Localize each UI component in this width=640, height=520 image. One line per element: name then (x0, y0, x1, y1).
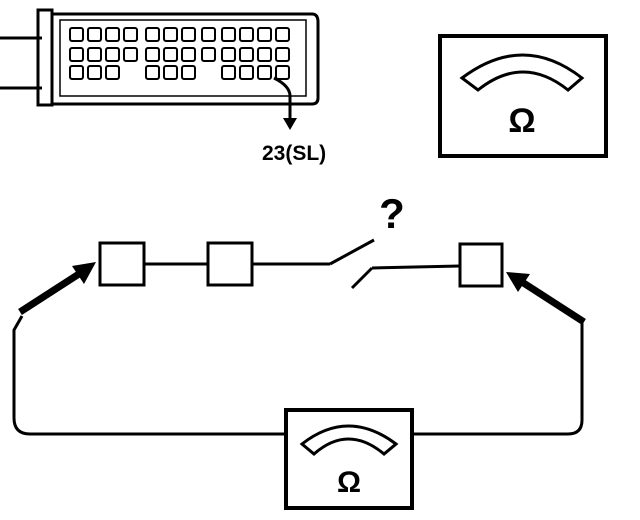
switch-icon (329, 238, 461, 290)
connector-pin (239, 47, 254, 62)
connector-pin (105, 27, 120, 42)
connector-pin (257, 65, 272, 80)
connector-pin (145, 27, 160, 42)
connector-pin (239, 65, 254, 80)
component-box (98, 241, 146, 287)
probe-arrow-icon (506, 272, 586, 325)
connector-pin (221, 27, 236, 42)
connector-pin (181, 65, 196, 80)
connector-pin (221, 47, 236, 62)
connector-pin (163, 65, 178, 80)
connector-pin (239, 27, 254, 42)
connector-pin (69, 65, 84, 80)
connector-pin (87, 65, 102, 80)
connector-pin (201, 27, 216, 42)
connector-pin (163, 27, 178, 42)
connector-pin (257, 27, 272, 42)
pin-pointer-arrow (273, 76, 297, 130)
connector-pin (123, 47, 138, 62)
ohmmeter-icon: Ω (284, 408, 414, 510)
connector-pin (105, 47, 120, 62)
connector-pin (221, 65, 236, 80)
connector-pin (69, 27, 84, 42)
ohmmeter-icon: Ω (438, 34, 608, 158)
connector-pin (275, 65, 290, 80)
connector-pin (275, 47, 290, 62)
connector-pin (145, 65, 160, 80)
connector-pin (257, 47, 272, 62)
connector-pin (87, 47, 102, 62)
connector-pin (275, 27, 290, 42)
connector-pin (145, 47, 160, 62)
ohm-symbol: Ω (508, 102, 535, 140)
connector-pin (69, 47, 84, 62)
unknown-mark: ? (379, 190, 405, 237)
connector-pin (105, 65, 120, 80)
connector-pin (201, 47, 216, 62)
connector-pin (163, 47, 178, 62)
connector-pin (181, 27, 196, 42)
component-box (458, 242, 504, 288)
probe-arrow-icon (18, 262, 96, 315)
pin-label: 23(SL) (262, 142, 326, 165)
connector-pin (87, 27, 102, 42)
connector-pin (181, 47, 196, 62)
component-box (206, 241, 254, 287)
circuit (12, 238, 584, 436)
ohm-symbol: Ω (337, 466, 361, 499)
connector-icon (0, 8, 320, 107)
connector-pin (123, 27, 138, 42)
